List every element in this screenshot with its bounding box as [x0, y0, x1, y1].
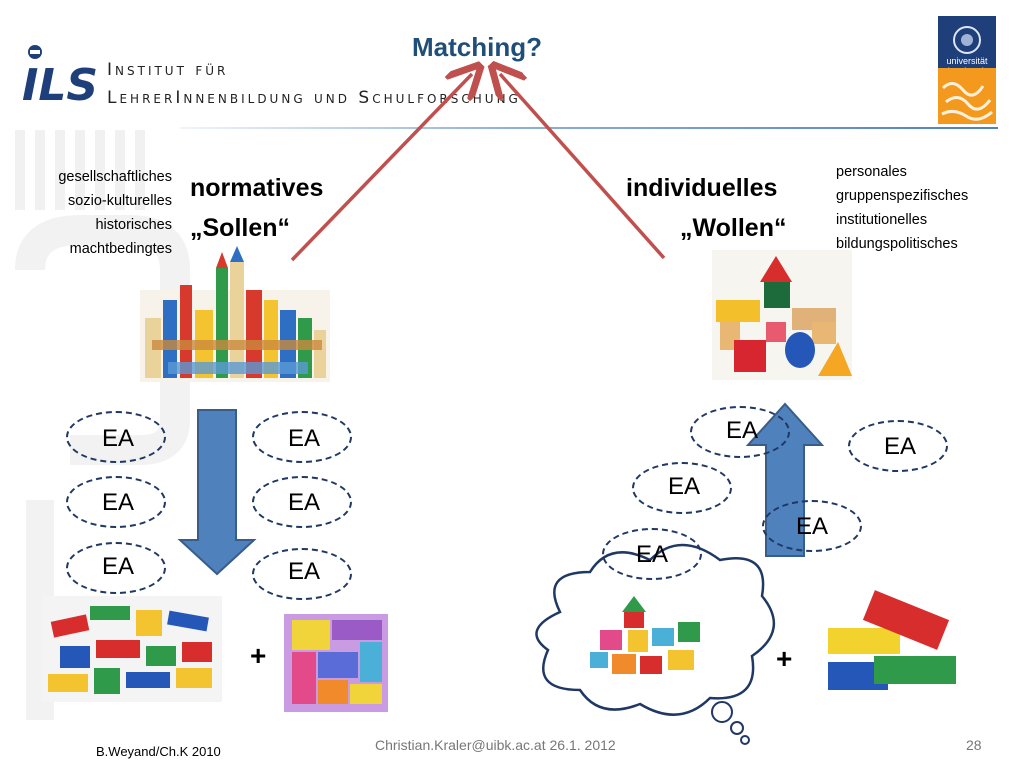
block-castle-image — [140, 246, 330, 382]
individual-factor-item: personales — [836, 164, 907, 180]
ea-label: EA — [287, 558, 320, 585]
ea-oval-left — [252, 548, 352, 600]
ea-oval-left — [66, 542, 166, 594]
institute-name-line2: LehrerInnenbildung und Schulforschung — [107, 88, 521, 108]
university-logo: universität innsbruck — [938, 16, 996, 124]
plus-sign-left: + — [250, 640, 267, 671]
ea-label: EA — [101, 489, 134, 516]
ea-label: EA — [287, 489, 320, 516]
ea-label: EA — [725, 417, 758, 444]
wollen-heading-line1: individuelles — [626, 174, 778, 202]
institute-name: Institut für LehrerInnenbildung und Schu… — [107, 56, 521, 112]
wollen-heading-line2: „Wollen“ — [680, 214, 787, 242]
plus-sign-right: + — [776, 643, 793, 674]
ea-label: EA — [667, 473, 700, 500]
ea-label: EA — [287, 425, 320, 452]
background-watermark — [15, 130, 190, 720]
wollen-to-matching-arrow — [500, 74, 666, 260]
down-arrow-icon — [177, 409, 257, 576]
normative-factors-list: gesellschaftliches sozio-kulturelles his… — [14, 165, 172, 261]
ea-oval-left — [252, 476, 352, 528]
ea-oval-right — [848, 420, 948, 472]
footer-contact: Christian.Kraler@uibk.ac.at 26.1. 2012 — [375, 737, 616, 753]
normative-factor-item: machtbedingtes — [69, 241, 172, 257]
individual-factors-list: personales gruppenspezifisches instituti… — [836, 160, 968, 256]
ea-label: EA — [635, 541, 668, 568]
ea-oval-right — [762, 500, 862, 552]
slide-title: Matching? — [412, 32, 542, 62]
block-arch-image — [712, 250, 852, 380]
ea-label: EA — [883, 433, 916, 460]
normative-factor-item: gesellschaftliches — [58, 169, 172, 185]
university-seal-icon — [953, 26, 981, 54]
individual-factor-item: institutionelles — [836, 212, 928, 228]
normative-factor-item: sozio-kulturelles — [68, 193, 172, 209]
individual-factor-item: gruppenspezifisches — [836, 188, 969, 204]
ea-label: EA — [795, 513, 828, 540]
sollen-heading-line2: „Sollen“ — [190, 214, 291, 242]
stacked-blocks-image — [828, 590, 956, 690]
ils-logo-text: ILS — [22, 60, 98, 106]
header-divider — [180, 127, 998, 129]
institute-name-line1: Institut für — [107, 60, 229, 80]
ea-oval-right — [602, 528, 702, 580]
individual-factor-item: bildungspolitisches — [836, 236, 958, 252]
sollen-heading-line1: normatives — [190, 174, 324, 202]
ea-oval-left — [66, 476, 166, 528]
footer-author: B.Weyand/Ch.K 2010 — [96, 744, 221, 759]
sollen-to-matching-arrow — [290, 74, 472, 262]
university-logo-pattern — [938, 68, 996, 124]
ea-oval-right — [690, 406, 790, 458]
normative-factor-item: historisches — [95, 217, 172, 233]
ea-oval-left — [252, 411, 352, 463]
ea-oval-right — [632, 462, 732, 514]
ea-label: EA — [101, 425, 134, 452]
page-number: 28 — [966, 737, 982, 753]
ea-label: EA — [101, 553, 134, 580]
thought-cloud-image — [535, 543, 776, 745]
scattered-blocks-image — [42, 596, 222, 702]
ea-oval-left — [66, 411, 166, 463]
ils-logo-icon: ILS — [22, 40, 102, 111]
puzzle-box-image — [284, 614, 388, 712]
